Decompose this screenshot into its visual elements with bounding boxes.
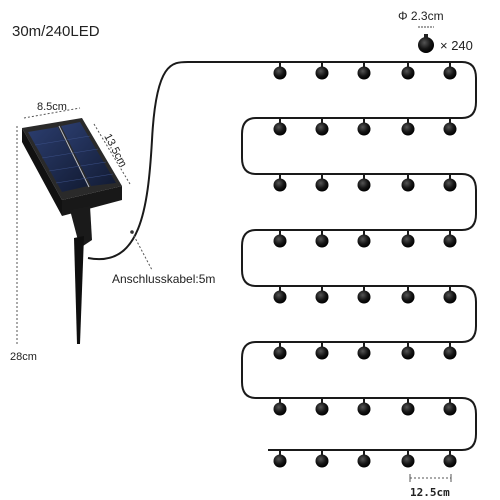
panel-side — [22, 128, 62, 216]
bulb — [273, 290, 287, 304]
panel-gridline — [48, 161, 107, 172]
bulb — [273, 66, 287, 80]
bulb — [315, 290, 329, 304]
bulb — [315, 234, 329, 248]
bulb — [443, 178, 457, 192]
panel-gridline — [55, 173, 114, 184]
bulb-diameter-label: Φ 2.3cm — [398, 9, 444, 23]
title-text: 30m/240LED — [12, 23, 100, 40]
panel-width-dim — [23, 107, 81, 119]
cable-pointer — [131, 231, 153, 271]
cable-pointer-dot — [130, 230, 134, 234]
bulb — [443, 122, 457, 136]
stake-height-label: 28cm — [10, 351, 37, 363]
ground-stake — [70, 206, 92, 344]
bulb — [357, 454, 371, 468]
panel-width-label: 8.5cm — [37, 101, 67, 113]
panel-cells-right — [61, 122, 116, 186]
bulb — [273, 178, 287, 192]
bulb — [315, 66, 329, 80]
bulb-icon — [418, 37, 434, 53]
bulb — [401, 66, 415, 80]
bulb — [357, 66, 371, 80]
spacing-label: 12.5cm — [410, 486, 450, 499]
bulb — [315, 346, 329, 360]
string-wire — [87, 61, 477, 451]
panel-divider — [58, 125, 90, 188]
bulb — [401, 402, 415, 416]
stake-mount — [70, 206, 92, 248]
bulb — [315, 178, 329, 192]
bulb — [401, 234, 415, 248]
bulb — [273, 454, 287, 468]
bulb — [443, 346, 457, 360]
solar-panel — [22, 118, 122, 216]
panel-cells-left — [28, 127, 88, 192]
bulb-cap-icon — [424, 34, 428, 38]
bulb — [273, 346, 287, 360]
bulb — [401, 454, 415, 468]
bulb — [401, 178, 415, 192]
bulb — [357, 290, 371, 304]
bulb — [401, 122, 415, 136]
bulb-count-label: × 240 — [440, 38, 473, 53]
bulb — [357, 346, 371, 360]
bulb — [443, 234, 457, 248]
panel-gridline — [41, 148, 99, 159]
panel-gridline — [34, 135, 91, 146]
bulb — [315, 122, 329, 136]
bulb — [357, 178, 371, 192]
bulb — [357, 122, 371, 136]
bulb — [401, 290, 415, 304]
bulb — [443, 290, 457, 304]
bulb — [443, 454, 457, 468]
bulb — [273, 402, 287, 416]
panel-base — [62, 186, 122, 216]
bulb-rows — [273, 62, 457, 468]
bulb — [273, 234, 287, 248]
bulb — [273, 122, 287, 136]
bulb — [443, 402, 457, 416]
bulb — [401, 346, 415, 360]
bulb — [315, 402, 329, 416]
bulb — [357, 234, 371, 248]
bulb — [357, 402, 371, 416]
cable-length-label: Anschlusskabel:5m — [112, 272, 215, 286]
bulb — [443, 66, 457, 80]
stake-spike — [74, 236, 84, 344]
bulb — [315, 454, 329, 468]
